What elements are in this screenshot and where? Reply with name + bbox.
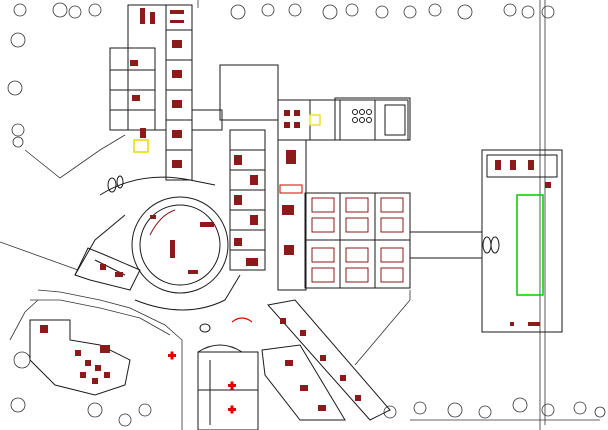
pool-house <box>410 149 563 333</box>
swimming-pool <box>516 194 544 296</box>
entrance-block <box>197 344 259 430</box>
circular-atrium <box>74 176 241 311</box>
entrance-arc-marker <box>231 317 253 323</box>
ward-block <box>304 192 411 289</box>
central-building <box>219 64 409 291</box>
southeast-furniture <box>280 318 361 411</box>
southwest-building <box>29 319 131 396</box>
corridor-marker <box>279 184 303 194</box>
service-block <box>334 97 411 141</box>
ward-beds <box>311 197 404 283</box>
southeast-wing <box>261 299 391 421</box>
central-furniture <box>234 110 300 266</box>
tree-group <box>7 2 606 427</box>
pool-house-furniture <box>495 160 551 326</box>
atrium-furniture <box>150 215 214 274</box>
southwest-furniture <box>40 325 110 384</box>
ambulance-markers <box>168 351 236 414</box>
north-wing <box>109 4 223 181</box>
atrium-arc <box>149 209 176 236</box>
west-wing-furniture <box>100 264 123 277</box>
service-highlight <box>309 114 321 126</box>
north-wing-highlight <box>133 139 149 153</box>
connector-symbols <box>107 175 500 333</box>
west-wing <box>74 247 141 291</box>
north-wing-furniture <box>130 8 184 168</box>
